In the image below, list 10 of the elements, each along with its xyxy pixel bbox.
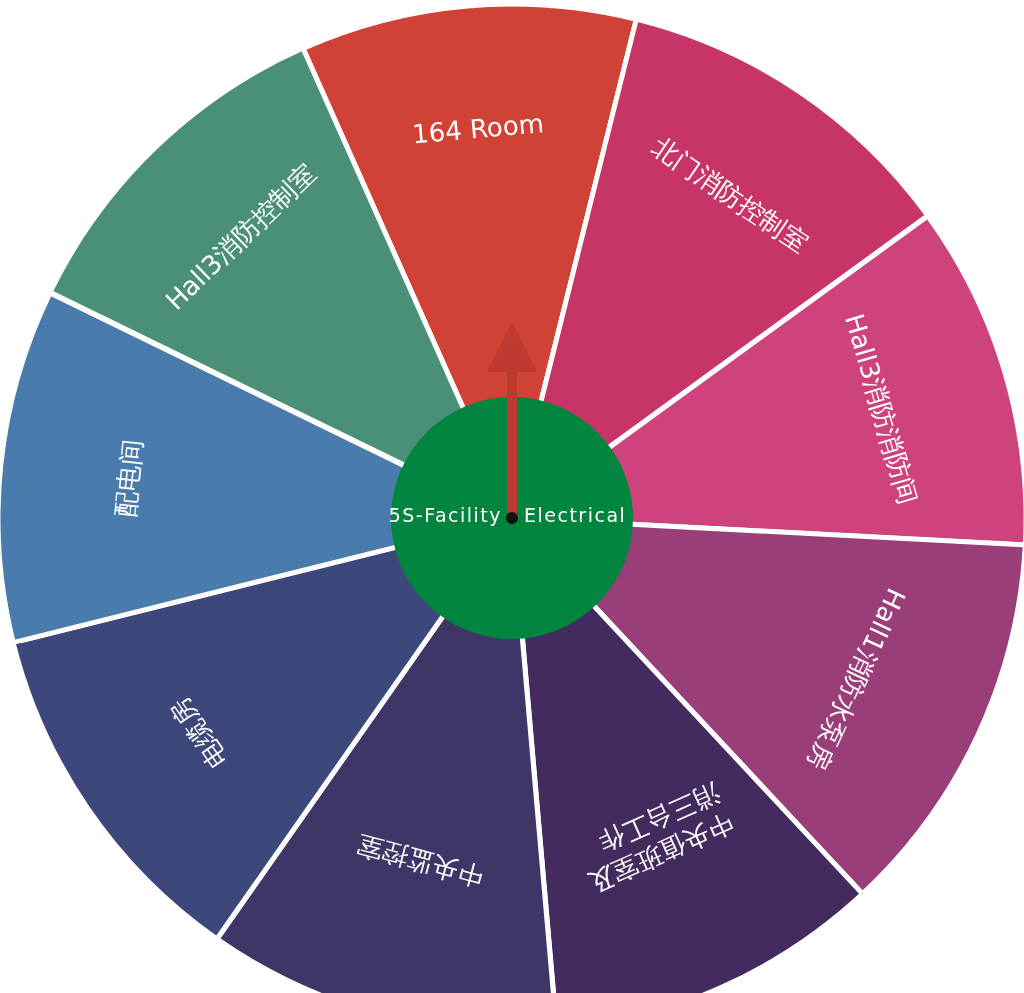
segment-label: 电缆房 [163, 691, 235, 775]
segment-label: Hall1消防水泵房 [800, 582, 913, 775]
hub-label: 5S-Facility [388, 504, 502, 526]
segment-label: Hall3消防消防间 [838, 309, 925, 508]
hub-label: Electrical [524, 504, 627, 526]
segment-label: 北门消防控制室 [645, 130, 815, 260]
segment-label: 中央值班室及消三台工作 [582, 776, 739, 900]
segment-label: 配电间 [108, 437, 149, 519]
segment-label: 164 Room [410, 107, 546, 152]
segment-label: 中央监控室 [353, 828, 488, 894]
